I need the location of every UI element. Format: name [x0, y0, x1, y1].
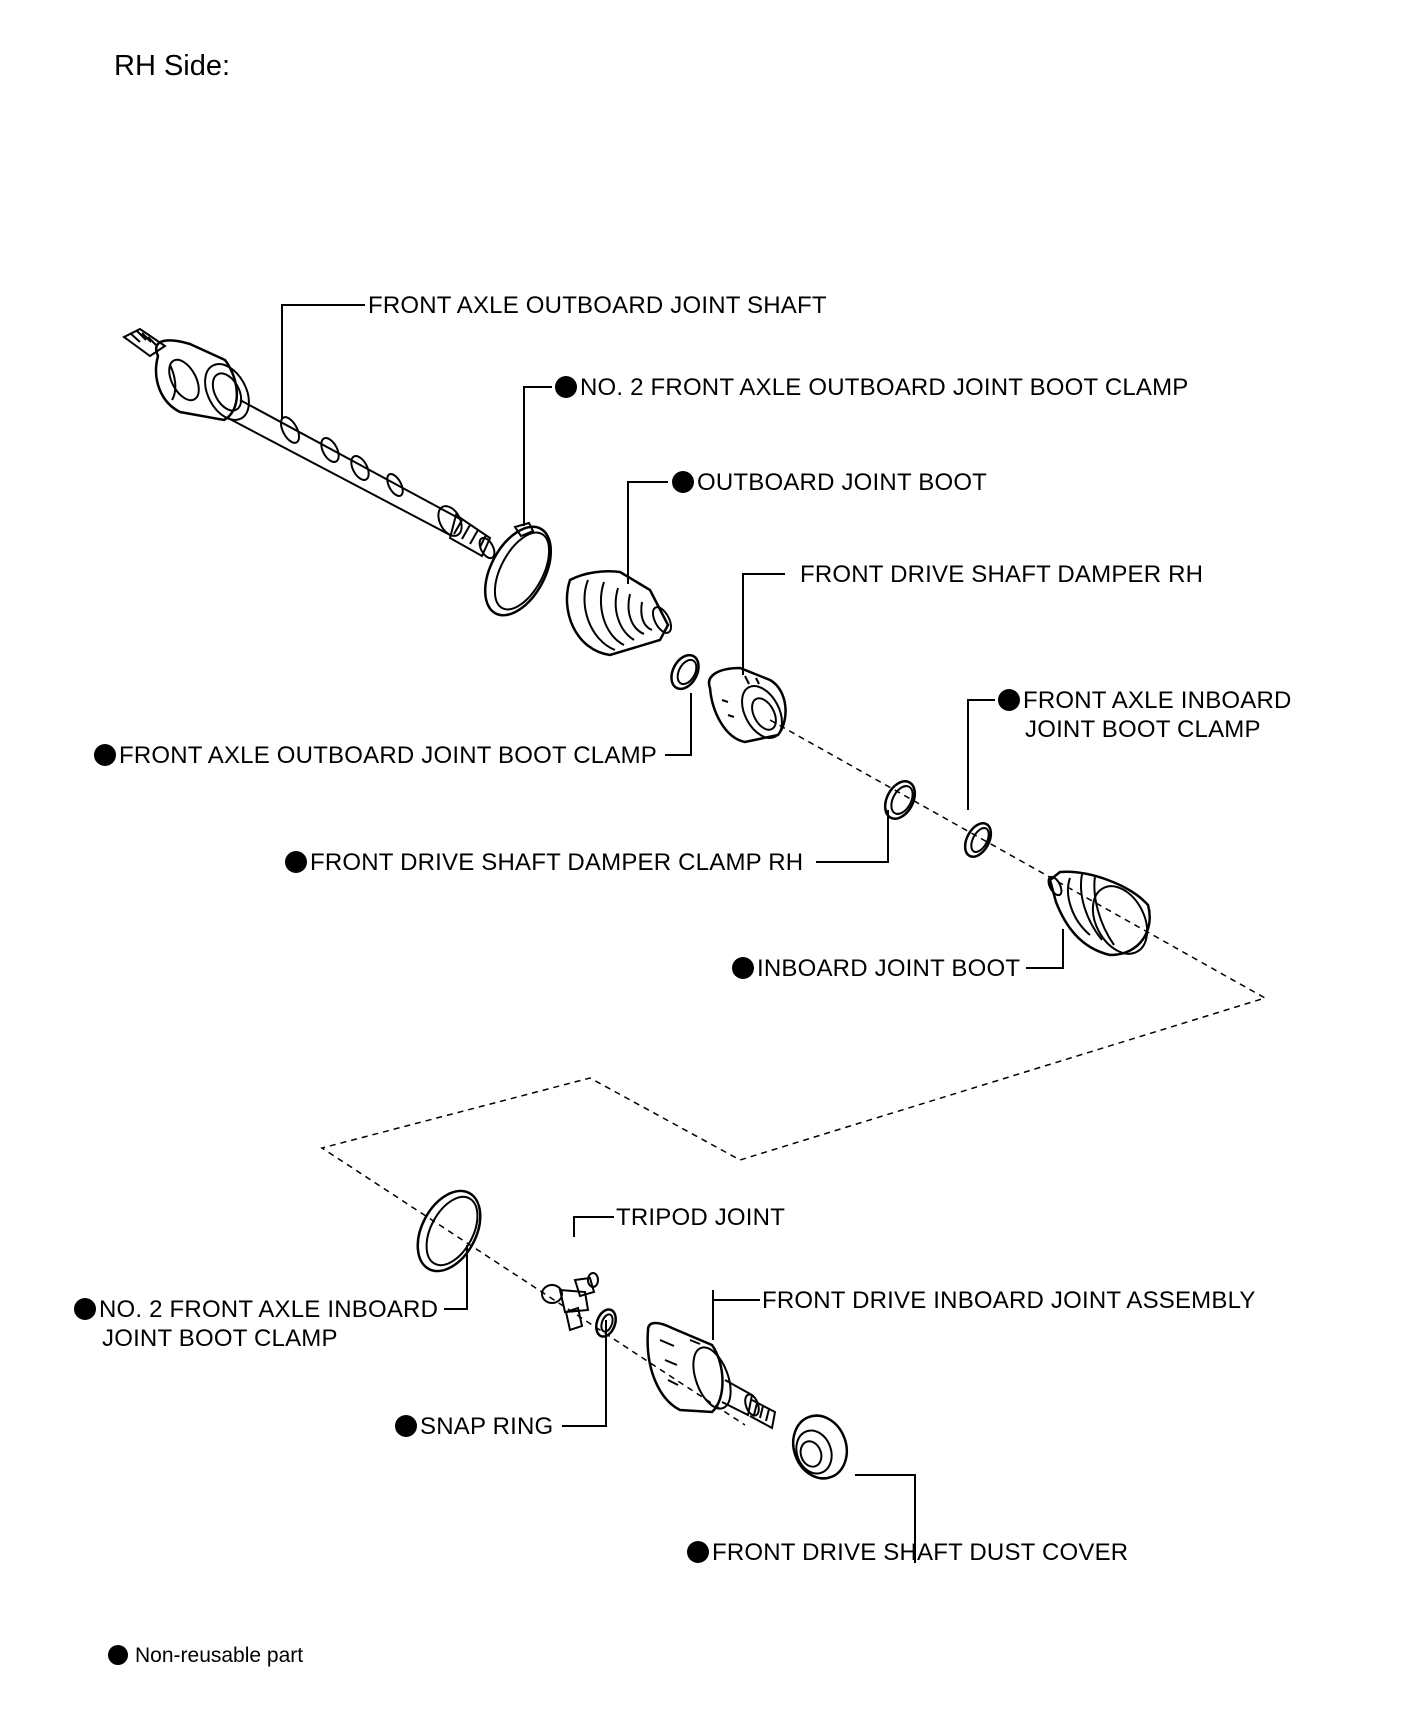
- non-reusable-marker: [94, 744, 116, 766]
- label-damper-rh: FRONT DRIVE SHAFT DAMPER RH: [800, 561, 1204, 588]
- non-reusable-marker: [555, 376, 577, 398]
- no2-inboard-clamp-part: [416, 1189, 482, 1273]
- no2-outboard-clamp-part: [483, 521, 553, 617]
- tripod-joint-part: [541, 1272, 599, 1332]
- non-reusable-marker: [687, 1541, 709, 1563]
- damper-rh-part: [707, 666, 787, 744]
- outboard-joint-shaft-part: [122, 327, 496, 560]
- label-damper-clamp: FRONT DRIVE SHAFT DAMPER CLAMP RH: [285, 848, 803, 877]
- diagram-heading: RH Side:: [114, 50, 231, 82]
- label-outboard-joint-boot: OUTBOARD JOINT BOOT: [672, 468, 987, 497]
- assembly-axis-dashed: [320, 719, 1267, 1426]
- non-reusable-marker: [998, 689, 1020, 711]
- label-dust-cover: FRONT DRIVE SHAFT DUST COVER: [687, 1538, 1128, 1567]
- damper-clamp-part: [883, 780, 917, 820]
- label-outboard-clamp: FRONT AXLE OUTBOARD JOINT BOOT CLAMP: [94, 741, 657, 770]
- label-outboard-joint-shaft: FRONT AXLE OUTBOARD JOINT SHAFT: [368, 292, 827, 319]
- snap-ring-part: [595, 1308, 617, 1338]
- label-inboard-joint-assembly: FRONT DRIVE INBOARD JOINT ASSEMBLY: [762, 1287, 1256, 1314]
- outboard-joint-boot-part: [565, 570, 673, 657]
- non-reusable-marker: [672, 471, 694, 493]
- non-reusable-marker: [285, 851, 307, 873]
- inboard-joint-boot-part: [1047, 870, 1151, 957]
- inboard-joint-assembly-part: [646, 1321, 777, 1430]
- label-tripod-joint: TRIPOD JOINT: [616, 1204, 786, 1231]
- label-inboard-joint-boot: INBOARD JOINT BOOT: [732, 954, 1020, 983]
- legend-non-reusable-icon: [108, 1645, 128, 1665]
- non-reusable-marker: [395, 1415, 417, 1437]
- non-reusable-marker: [74, 1298, 96, 1320]
- legend-label: Non-reusable part: [135, 1644, 304, 1667]
- non-reusable-marker: [732, 957, 754, 979]
- dust-cover-part: [791, 1414, 849, 1480]
- legend: Non-reusable part: [108, 1644, 303, 1668]
- outboard-clamp-part: [670, 653, 700, 691]
- label-no2-outboard-clamp: NO. 2 FRONT AXLE OUTBOARD JOINT BOOT CLA…: [555, 373, 1189, 402]
- leader-lines: [281, 304, 1064, 1563]
- inboard-clamp-part: [963, 822, 993, 858]
- label-snap-ring: SNAP RING: [395, 1412, 553, 1441]
